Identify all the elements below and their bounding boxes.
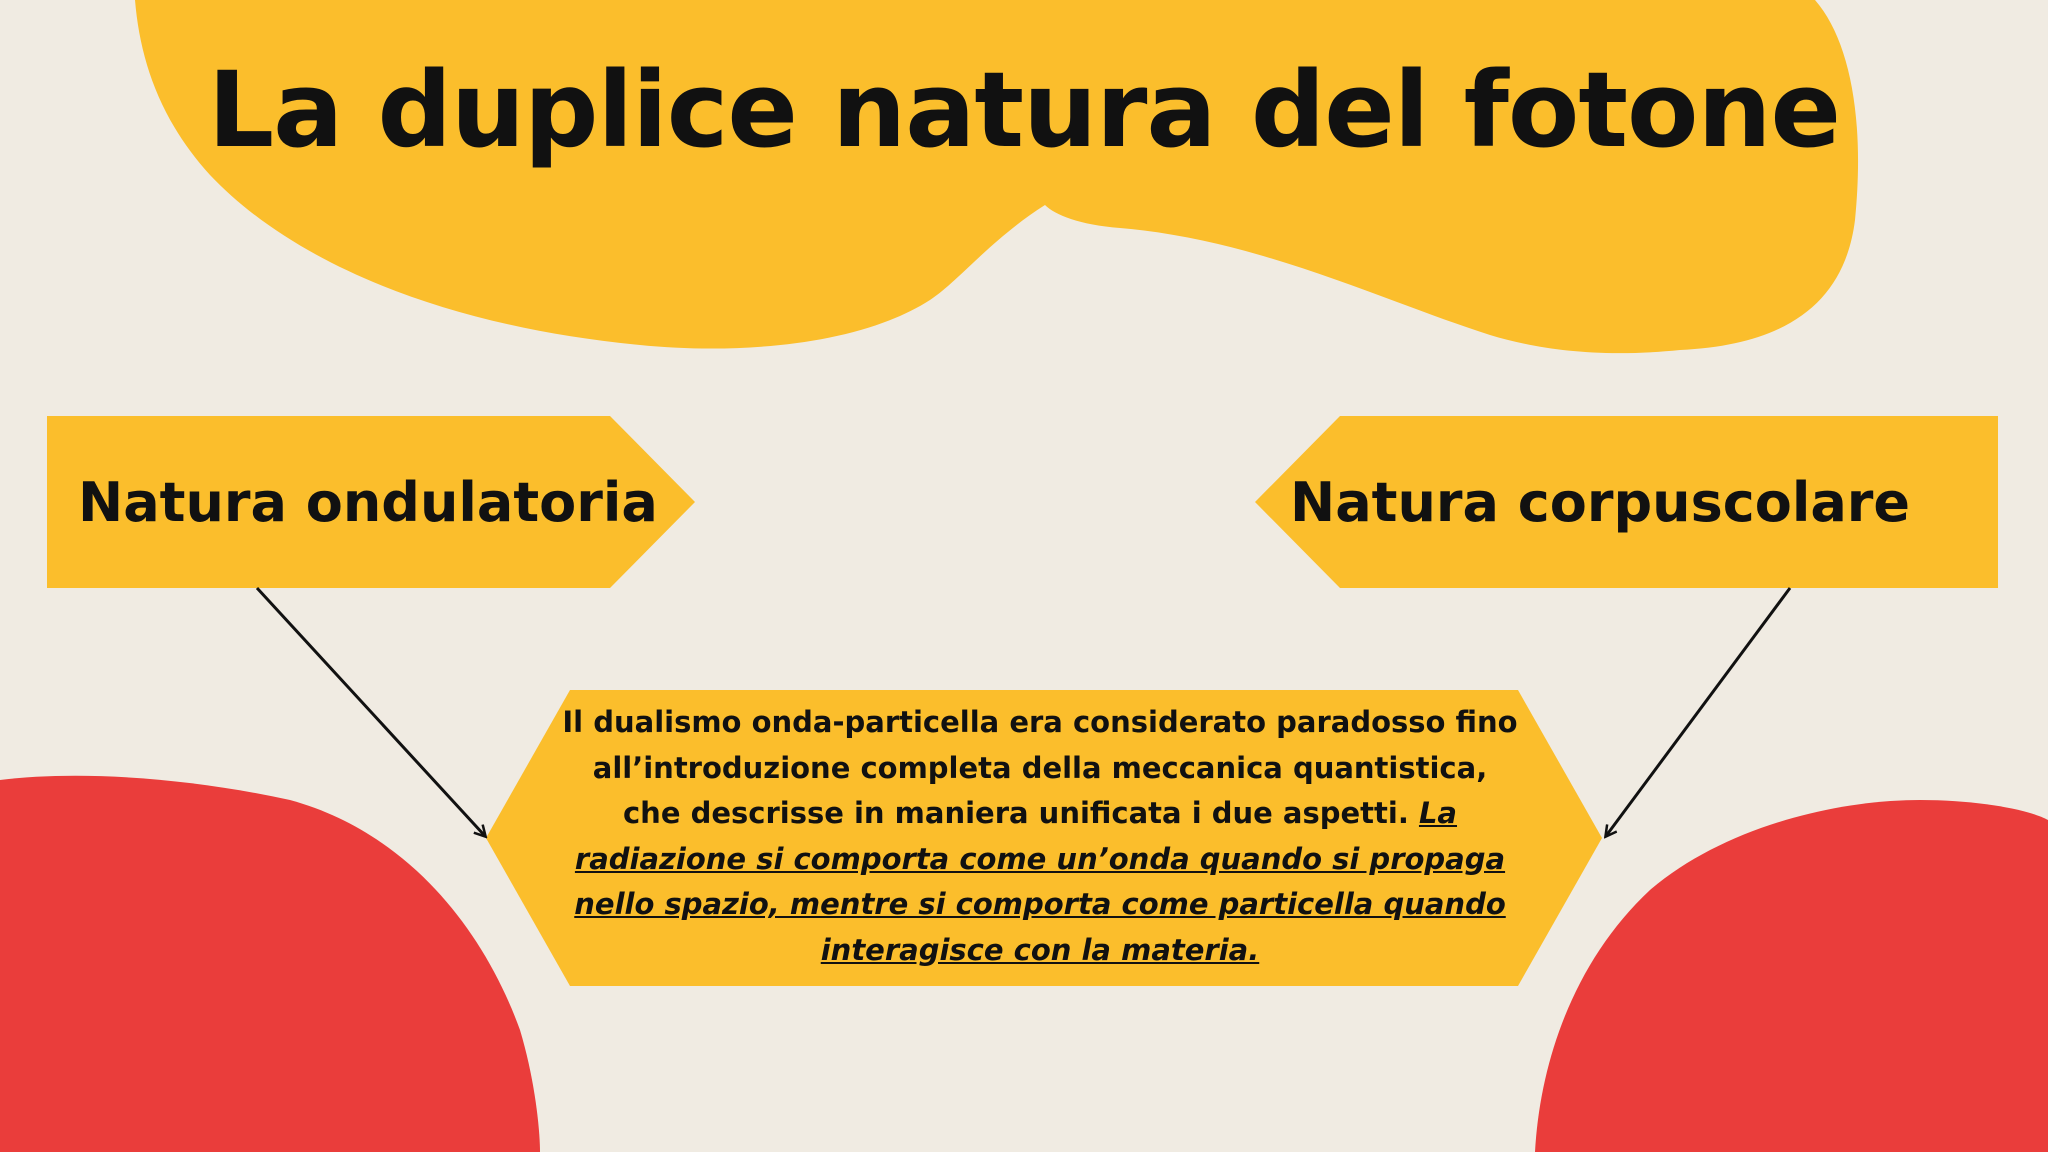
left-node-shape [47,416,695,588]
center-node-shape [486,690,1602,986]
top-yellow-blob [135,0,1859,354]
center-node-text: Il dualismo onda-particella era consider… [560,700,1520,973]
right-node-shape [1255,416,1998,588]
left-node-label: Natura ondulatoria [78,470,658,534]
right-node-label: Natura corpuscolare [1290,470,1911,534]
bottom-right-red-blob [1535,800,2048,1152]
right-connector-arrow [1606,587,1792,836]
center-node-text-plain: Il dualismo onda-particella era consider… [562,705,1518,830]
bottom-left-red-blob [0,775,540,1152]
page-title: La duplice natura del fotone [207,49,1841,171]
center-node-text-emphasis: La radiazione si comporta come un’onda q… [574,796,1506,967]
left-connector-arrow [255,586,485,836]
